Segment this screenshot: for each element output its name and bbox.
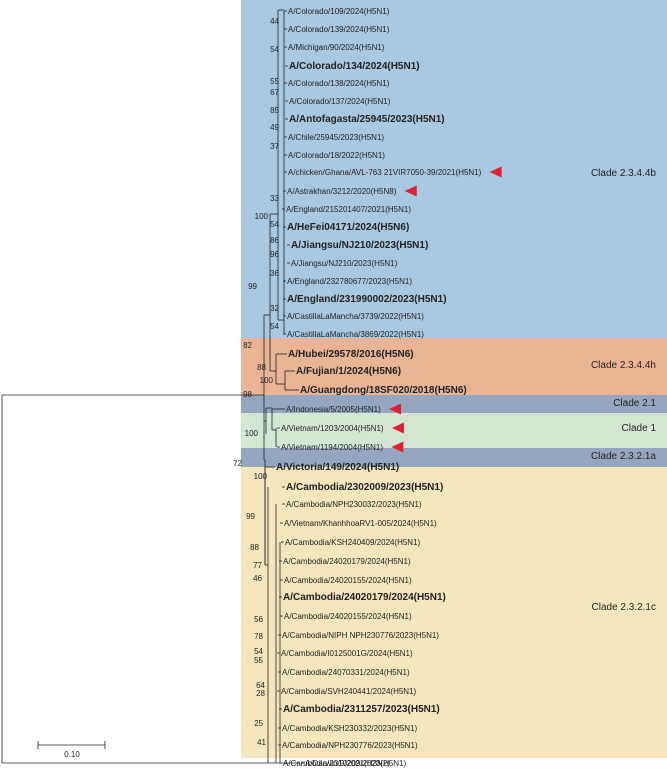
bootstrap-value: 77 bbox=[253, 561, 262, 570]
bootstrap-value: 86 bbox=[270, 236, 279, 245]
bootstrap-value: 37 bbox=[270, 142, 279, 151]
taxon-label: A/Cambodia/I0125001G/2024(H5N1) bbox=[281, 649, 413, 658]
taxon-label: A/Fujian/1/2024(H5N6) bbox=[296, 366, 401, 377]
taxon-label: A/Cambodia/KSH230332/2023(H5N1) bbox=[282, 724, 418, 733]
bootstrap-value: 82 bbox=[243, 341, 252, 350]
taxon-label: A/Cambodia/2310209/2023(H5N1) bbox=[283, 759, 407, 768]
bootstrap-value: 56 bbox=[254, 615, 263, 624]
taxon-label: A/Cambodia/24020179/2024(H5N1) bbox=[283, 557, 411, 566]
taxon-label: A/Colorado/134/2024(H5N1) bbox=[289, 61, 420, 72]
highlight-arrow-icon bbox=[389, 403, 402, 415]
bootstrap-value: 64 bbox=[256, 681, 265, 690]
clade-label: Clade 2.3.4.4h bbox=[591, 360, 656, 371]
clade-band bbox=[241, 467, 667, 758]
clade-band bbox=[241, 0, 667, 338]
taxon-label: A/Michigan/90/2024(H5N1) bbox=[288, 43, 385, 52]
scale-bar: 0.10 bbox=[37, 741, 106, 759]
bootstrap-value: 46 bbox=[253, 574, 262, 583]
taxon-label: A/CastillaLaMancha/3739/2022(H5N1) bbox=[287, 312, 424, 321]
taxon-label: A/Cambodia/24020155/2024(H5N1) bbox=[284, 612, 412, 621]
clade-label: Clade 2.1 bbox=[613, 398, 656, 409]
taxon-label: A/Vietnam/1203/2004(H5N1) bbox=[281, 424, 384, 433]
taxon-label: A/Colorado/18/2022(H5N1) bbox=[288, 151, 385, 160]
scale-bar-label: 0.10 bbox=[64, 750, 80, 759]
bootstrap-value: 99 bbox=[246, 512, 255, 521]
taxon-label: A/Astrakhan/3212/2020(H5N8) bbox=[287, 187, 397, 196]
bootstrap-value: 88 bbox=[257, 363, 266, 372]
taxon-label: A/Cambodia/24070331/2024(H5N1) bbox=[282, 668, 410, 677]
highlight-arrow-icon bbox=[404, 185, 417, 197]
bootstrap-value: 41 bbox=[257, 738, 266, 747]
clade-band bbox=[241, 395, 667, 413]
bootstrap-value: 96 bbox=[270, 250, 279, 259]
taxon-label: A/England/232780677/2023(H5N1) bbox=[287, 277, 412, 286]
taxon-label: A/Jiangsu/NJ210/2023(H5N1) bbox=[291, 259, 398, 268]
bootstrap-value: 49 bbox=[270, 123, 279, 132]
clade-band bbox=[241, 413, 667, 448]
taxon-label: A/Colorado/137/2024(H5N1) bbox=[289, 97, 391, 106]
bootstrap-value: 54 bbox=[270, 220, 279, 229]
bootstrap-value: 25 bbox=[254, 719, 263, 728]
taxon-label: A/Cambodia/NPH230776/2023(H5N1) bbox=[282, 741, 418, 750]
taxon-label: A/England/231990002/2023(H5N1) bbox=[287, 294, 447, 305]
bootstrap-value: 67 bbox=[270, 88, 279, 97]
taxon-label: A/Colorado/109/2024(H5N1) bbox=[288, 7, 390, 16]
highlight-arrow-icon bbox=[391, 441, 404, 453]
bootstrap-value: 36 bbox=[270, 269, 279, 278]
taxon-label: A/Cambodia/KSH240409/2024(H5N1) bbox=[285, 538, 421, 547]
taxon-label: A/CastillaLaMancha/3869/2022(H5N1) bbox=[287, 330, 424, 339]
clade-label: Clade 2.3.2.1a bbox=[591, 451, 656, 462]
taxon-label: A/Cambodia/2311257/2023(H5N1) bbox=[283, 704, 440, 715]
clade-band bbox=[241, 448, 667, 467]
bootstrap-value: 32 bbox=[270, 304, 279, 313]
taxon-label: A/Cambodia/24020155/2024(H5N1) bbox=[284, 576, 412, 585]
bootstrap-value: 98 bbox=[243, 390, 252, 399]
taxon-label: A/Vietnam/KhanhhoaRV1-005/2024(H5N1) bbox=[284, 519, 437, 528]
taxon-label: A/Cambodia/NIPH NPH230776/2023(H5N1) bbox=[282, 631, 439, 640]
taxon-label: A/Guangdong/18SF020/2018(H5N6) bbox=[300, 385, 467, 396]
bootstrap-value: 44 bbox=[270, 17, 279, 26]
bootstrap-value: 33 bbox=[270, 194, 279, 203]
clade-label: Clade 2.3.4.4b bbox=[591, 168, 656, 179]
bootstrap-value: 55 bbox=[254, 656, 263, 665]
bootstrap-value: 54 bbox=[270, 322, 279, 331]
taxon-label: A/Antofagasta/25945/2023(H5N1) bbox=[289, 114, 445, 125]
taxon-label: A/Victoria/149/2024(H5N1) bbox=[276, 462, 399, 473]
clade-band bbox=[241, 338, 667, 395]
bootstrap-value: 85 bbox=[270, 106, 279, 115]
highlight-arrow-icon bbox=[391, 422, 404, 434]
taxon-label: A/chicken/Ghana/AVL-763 21VIR7050-39/202… bbox=[288, 168, 482, 177]
bootstrap-value: 88 bbox=[250, 543, 259, 552]
highlight-arrow-icon bbox=[489, 166, 502, 178]
bootstrap-value: 54 bbox=[270, 45, 279, 54]
clade-label: Clade 2.3.2.1c bbox=[592, 602, 657, 613]
bootstrap-value: 100 bbox=[245, 429, 259, 438]
taxon-label: A/Cambodia/SVH240441/2024(H5N1) bbox=[281, 687, 417, 696]
bootstrap-value: 28 bbox=[256, 689, 265, 698]
taxon-label: A/HeFei04171/2024(H5N6) bbox=[287, 222, 409, 233]
taxon-label: A/Cambodia/24020179/2024(H5N1) bbox=[283, 592, 446, 603]
taxon-label: A/Darwin/9/2021(H3N2) bbox=[305, 759, 390, 768]
taxon-label: A/Cambodia/2302009/2023(H5N1) bbox=[286, 482, 443, 493]
bootstrap-value: 99 bbox=[248, 282, 257, 291]
bootstrap-value: 100 bbox=[254, 472, 268, 481]
clade-label: Clade 1 bbox=[622, 423, 657, 434]
bootstrap-value: 72 bbox=[233, 459, 242, 468]
bootstrap-value: 100 bbox=[255, 212, 269, 221]
taxon-label: A/Colorado/138/2024(H5N1) bbox=[288, 79, 390, 88]
taxon-label: A/Jiangsu/NJ210/2023(H5N1) bbox=[291, 240, 428, 251]
taxon-label: A/Cambodia/NPH230032/2023(H5N1) bbox=[286, 500, 422, 509]
taxon-label: A/Hubei/29578/2016(H5N6) bbox=[288, 349, 414, 360]
taxon-label: A/Vietnam/1194/2004(H5N1) bbox=[281, 443, 383, 452]
bootstrap-value: 55 bbox=[270, 77, 279, 86]
bootstrap-value: 100 bbox=[260, 376, 274, 385]
taxon-label: A/Chile/25945/2023(H5N1) bbox=[288, 133, 384, 142]
bootstrap-value: 54 bbox=[254, 647, 263, 656]
taxon-label: A/Indonesia/5/2005(H5N1) bbox=[286, 405, 381, 414]
taxon-label: A/England/215201407/2021(H5N1) bbox=[286, 205, 411, 214]
taxon-label: A/Colorado/139/2024(H5N1) bbox=[288, 25, 390, 34]
bootstrap-value: 78 bbox=[254, 632, 263, 641]
